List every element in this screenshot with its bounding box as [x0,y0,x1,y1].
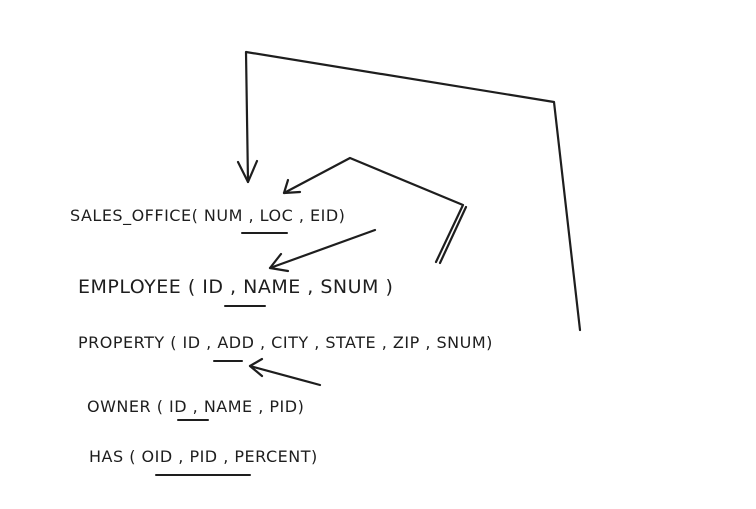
fk-arrow-owner-pid-to-property [248,364,322,387]
fk-arrow-employee-snum-double-stroke [438,205,468,265]
relation-property: PROPERTY ( ID , ADD , CITY , STATE , ZIP… [78,333,493,352]
arrowhead-property-from-owner [248,357,264,378]
relation-has: HAS ( OID , PID , PERCENT) [89,447,318,466]
fk-arrow-employee-snum-to-sales-office [282,156,465,264]
arrowhead-employee-from-sales-office [268,252,290,273]
arrowhead-sales-office-from-employee [282,178,302,195]
fk-arrow-property-snum-to-sales-office [244,50,582,332]
relation-owner: OWNER ( ID , NAME , PID) [87,397,304,416]
relation-employee: EMPLOYEE ( ID , NAME , SNUM ) [78,276,393,298]
relation-sales-office: SALES_OFFICE( NUM , LOC , EID) [70,206,345,226]
arrowhead-sales-office-from-property [236,159,259,184]
fk-arrow-sales-office-eid-to-employee [268,228,377,270]
